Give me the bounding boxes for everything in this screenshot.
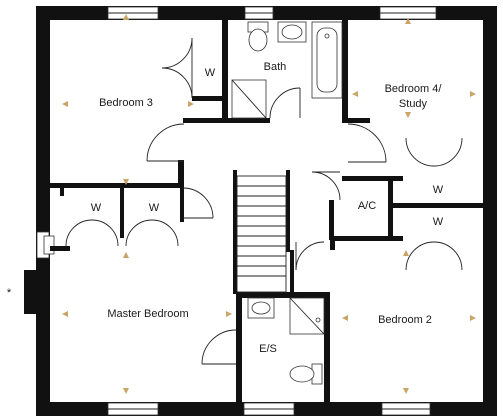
label-bath: Bath: [264, 61, 287, 73]
door-swings: [65, 37, 463, 365]
wardrobe-label-bedroom2: W: [433, 216, 444, 228]
wardrobe-label-master-right: W: [149, 202, 160, 214]
interior-walls: [50, 20, 483, 402]
wardrobe-label-master-left: W: [91, 202, 102, 214]
asterisk-note: *: [7, 287, 12, 299]
label-bedroom-2: Bedroom 2: [378, 314, 432, 326]
wardrobe-label-bedroom3: W: [205, 67, 216, 79]
bath-fixtures: [231, 21, 343, 119]
room-labels: Bedroom 3 Bath Bedroom 4/ Study Master B…: [7, 61, 444, 355]
dimension-markers: [62, 14, 476, 394]
label-bedroom-3: Bedroom 3: [99, 97, 153, 109]
label-bedroom-4-line2: Study: [399, 98, 428, 110]
label-ensuite: E/S: [259, 343, 277, 355]
label-master-bedroom: Master Bedroom: [107, 308, 188, 320]
wardrobe-label-bedroom4: W: [433, 184, 444, 196]
staircase: [236, 175, 287, 293]
windows: [36, 6, 437, 416]
label-airing-cupboard: A/C: [358, 200, 376, 212]
label-bedroom-4-line1: Bedroom 4/: [385, 83, 443, 95]
ensuite-fixtures: [247, 297, 325, 385]
